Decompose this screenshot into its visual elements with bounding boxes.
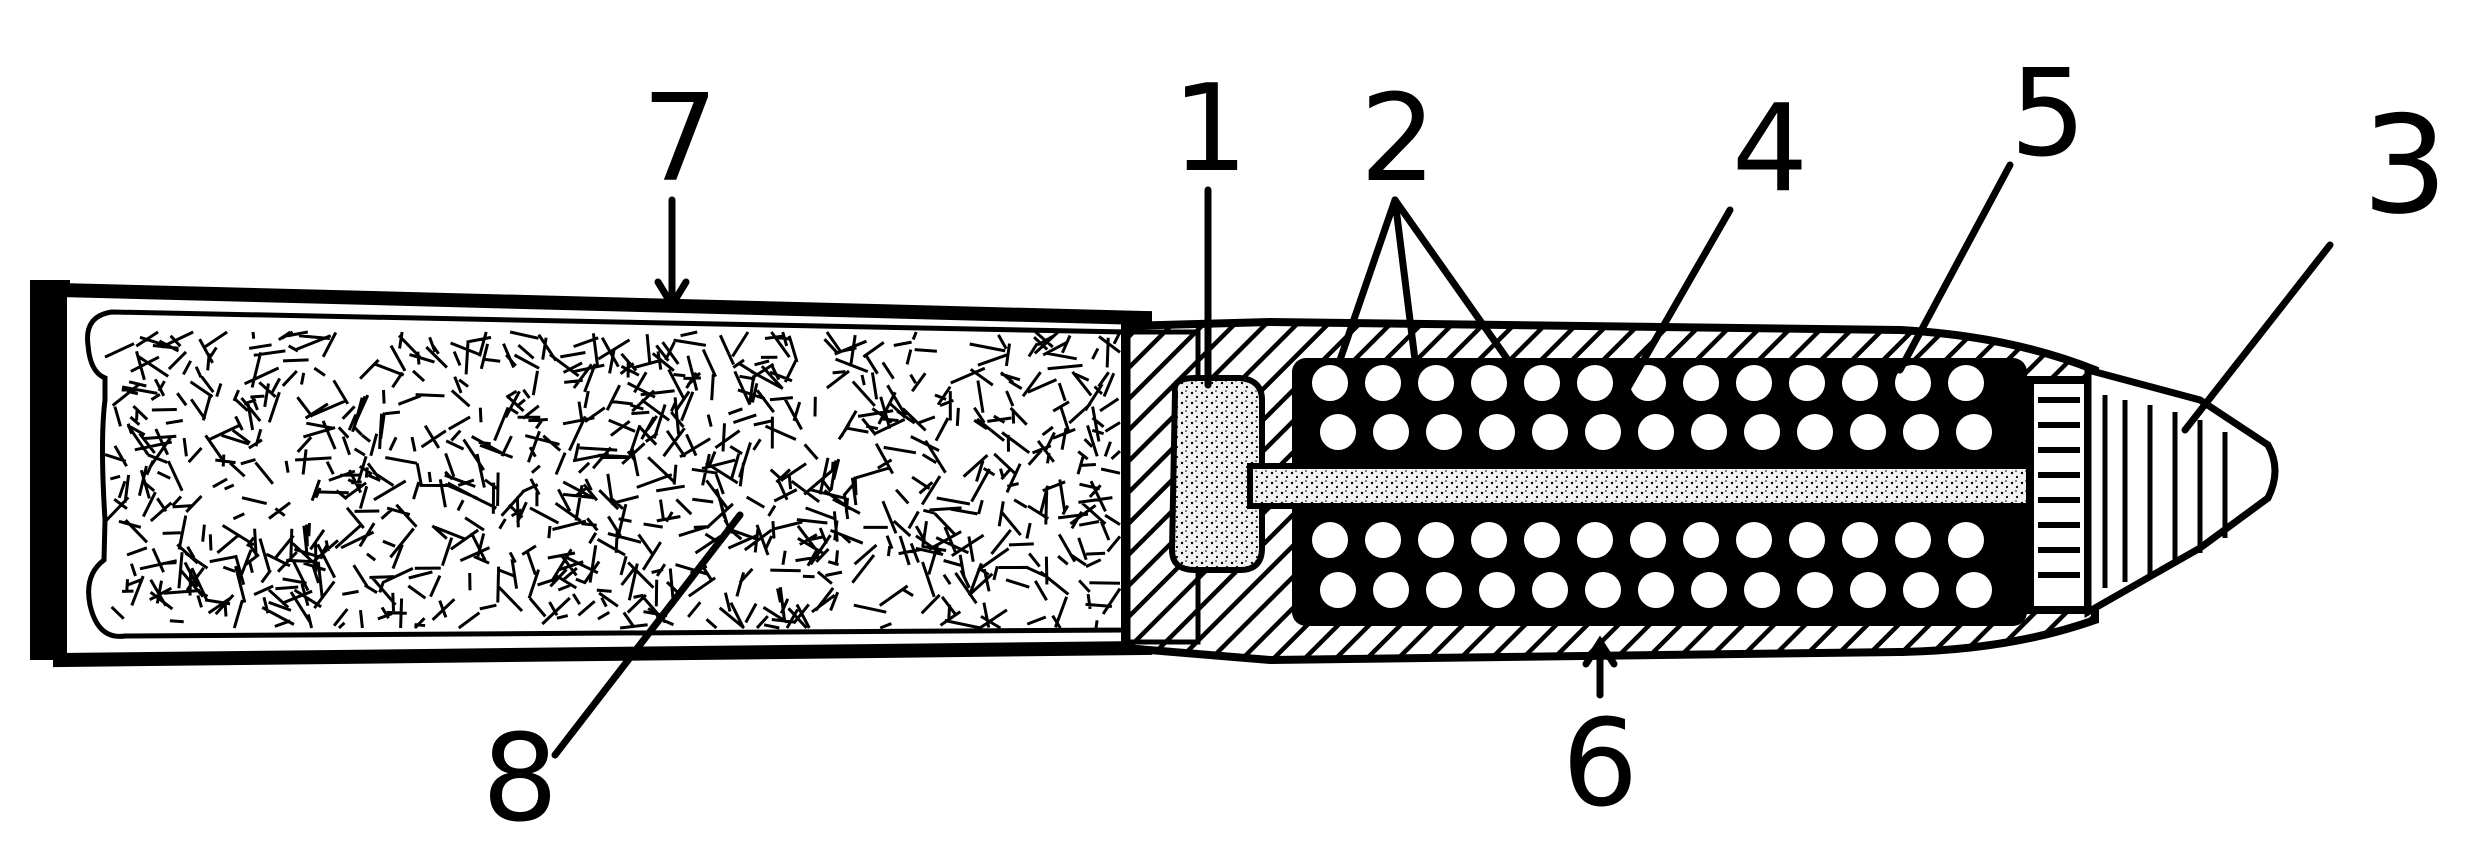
propellant-texture bbox=[103, 330, 1122, 630]
shrapnel-ball bbox=[1575, 363, 1615, 403]
shrapnel-ball bbox=[1689, 570, 1729, 610]
leader-2c bbox=[1391, 196, 1519, 374]
shrapnel-balls bbox=[1310, 363, 1994, 610]
shrapnel-ball bbox=[1946, 520, 1986, 560]
shrapnel-ball bbox=[1363, 363, 1403, 403]
shrapnel-ball bbox=[1530, 412, 1570, 452]
shrapnel-ball bbox=[1901, 412, 1941, 452]
diaphragm bbox=[2026, 376, 2092, 614]
shrapnel-ball bbox=[1636, 570, 1676, 610]
leader-4 bbox=[1611, 206, 1734, 414]
shrapnel-ball bbox=[1628, 520, 1668, 560]
shrapnel-ball bbox=[1681, 520, 1721, 560]
shrapnel-ball bbox=[1416, 520, 1456, 560]
shrapnel-ball bbox=[1575, 520, 1615, 560]
shrapnel-ball bbox=[1840, 363, 1880, 403]
diaphragm-threads bbox=[2038, 397, 2080, 578]
shrapnel-ball bbox=[1893, 520, 1933, 560]
shrapnel-ball bbox=[1318, 412, 1358, 452]
shrapnel-ball bbox=[1469, 520, 1509, 560]
shrapnel-ball bbox=[1742, 412, 1782, 452]
leader-2b bbox=[1391, 196, 1419, 364]
shrapnel-ball bbox=[1795, 570, 1835, 610]
callout-7: 7 bbox=[642, 70, 718, 209]
shrapnel-ball bbox=[1636, 412, 1676, 452]
shrapnel-ball bbox=[1946, 363, 1986, 403]
fuze-rings bbox=[2102, 395, 2228, 588]
arrowhead-7 bbox=[654, 278, 690, 312]
leader-8 bbox=[551, 511, 744, 759]
shrapnel-ball bbox=[1689, 412, 1729, 452]
shrapnel-ball bbox=[1734, 520, 1774, 560]
shrapnel-ball bbox=[1424, 412, 1464, 452]
shrapnel-ball bbox=[1416, 363, 1456, 403]
burster-charge bbox=[1168, 375, 1265, 573]
callout-3: 3 bbox=[2362, 87, 2448, 244]
leader-5 bbox=[1896, 161, 2014, 374]
callout-5: 5 bbox=[2010, 45, 2086, 184]
callout-2: 2 bbox=[1360, 70, 1436, 209]
leader-2a bbox=[1336, 196, 1399, 364]
cartridge-case bbox=[30, 280, 1152, 668]
leader-3 bbox=[2181, 241, 2334, 434]
central-tube bbox=[1247, 463, 2053, 509]
shrapnel-ball bbox=[1477, 412, 1517, 452]
shrapnel-ball bbox=[1530, 570, 1570, 610]
projectile bbox=[1121, 317, 2099, 665]
shrapnel-ball bbox=[1363, 520, 1403, 560]
shrapnel-ball bbox=[1318, 570, 1358, 610]
shrapnel-ball bbox=[1954, 412, 1994, 452]
shrapnel-ball bbox=[1795, 412, 1835, 452]
shrapnel-ball bbox=[1848, 412, 1888, 452]
callout-6: 6 bbox=[1562, 695, 1638, 834]
shrapnel-ball bbox=[1840, 520, 1880, 560]
shrapnel-ball bbox=[1522, 363, 1562, 403]
shrapnel-ball bbox=[1742, 570, 1782, 610]
shrapnel-ball bbox=[1787, 363, 1827, 403]
shrapnel-ball bbox=[1371, 412, 1411, 452]
nose-fuze bbox=[2084, 365, 2279, 619]
shrapnel-ball bbox=[1469, 363, 1509, 403]
leader-lines bbox=[551, 161, 2334, 759]
crackle-lines bbox=[103, 330, 1122, 630]
callout-1: 1 bbox=[1172, 60, 1248, 199]
shrapnel-ball bbox=[1310, 363, 1350, 403]
fuze-body bbox=[2084, 365, 2279, 619]
arrowhead-6 bbox=[1582, 635, 1618, 668]
shrapnel-ball bbox=[1424, 570, 1464, 610]
shrapnel-ball bbox=[1734, 363, 1774, 403]
shrapnel-ball bbox=[1583, 412, 1623, 452]
shrapnel-ball bbox=[1901, 570, 1941, 610]
shrapnel-ball bbox=[1893, 363, 1933, 403]
callout-8: 8 bbox=[482, 710, 558, 848]
shrapnel-ball bbox=[1787, 520, 1827, 560]
shrapnel-ball bbox=[1522, 520, 1562, 560]
shrapnel-ball bbox=[1371, 570, 1411, 610]
shrapnel-ball bbox=[1848, 570, 1888, 610]
shrapnel-ball bbox=[1681, 363, 1721, 403]
callout-4: 4 bbox=[1732, 80, 1808, 219]
shrapnel-ball bbox=[1310, 520, 1350, 560]
shrapnel-ball bbox=[1477, 570, 1517, 610]
shrapnel-ball bbox=[1954, 570, 1994, 610]
callout-labels: 7 1 2 4 5 3 6 8 bbox=[482, 45, 2448, 848]
shrapnel-ball bbox=[1583, 570, 1623, 610]
